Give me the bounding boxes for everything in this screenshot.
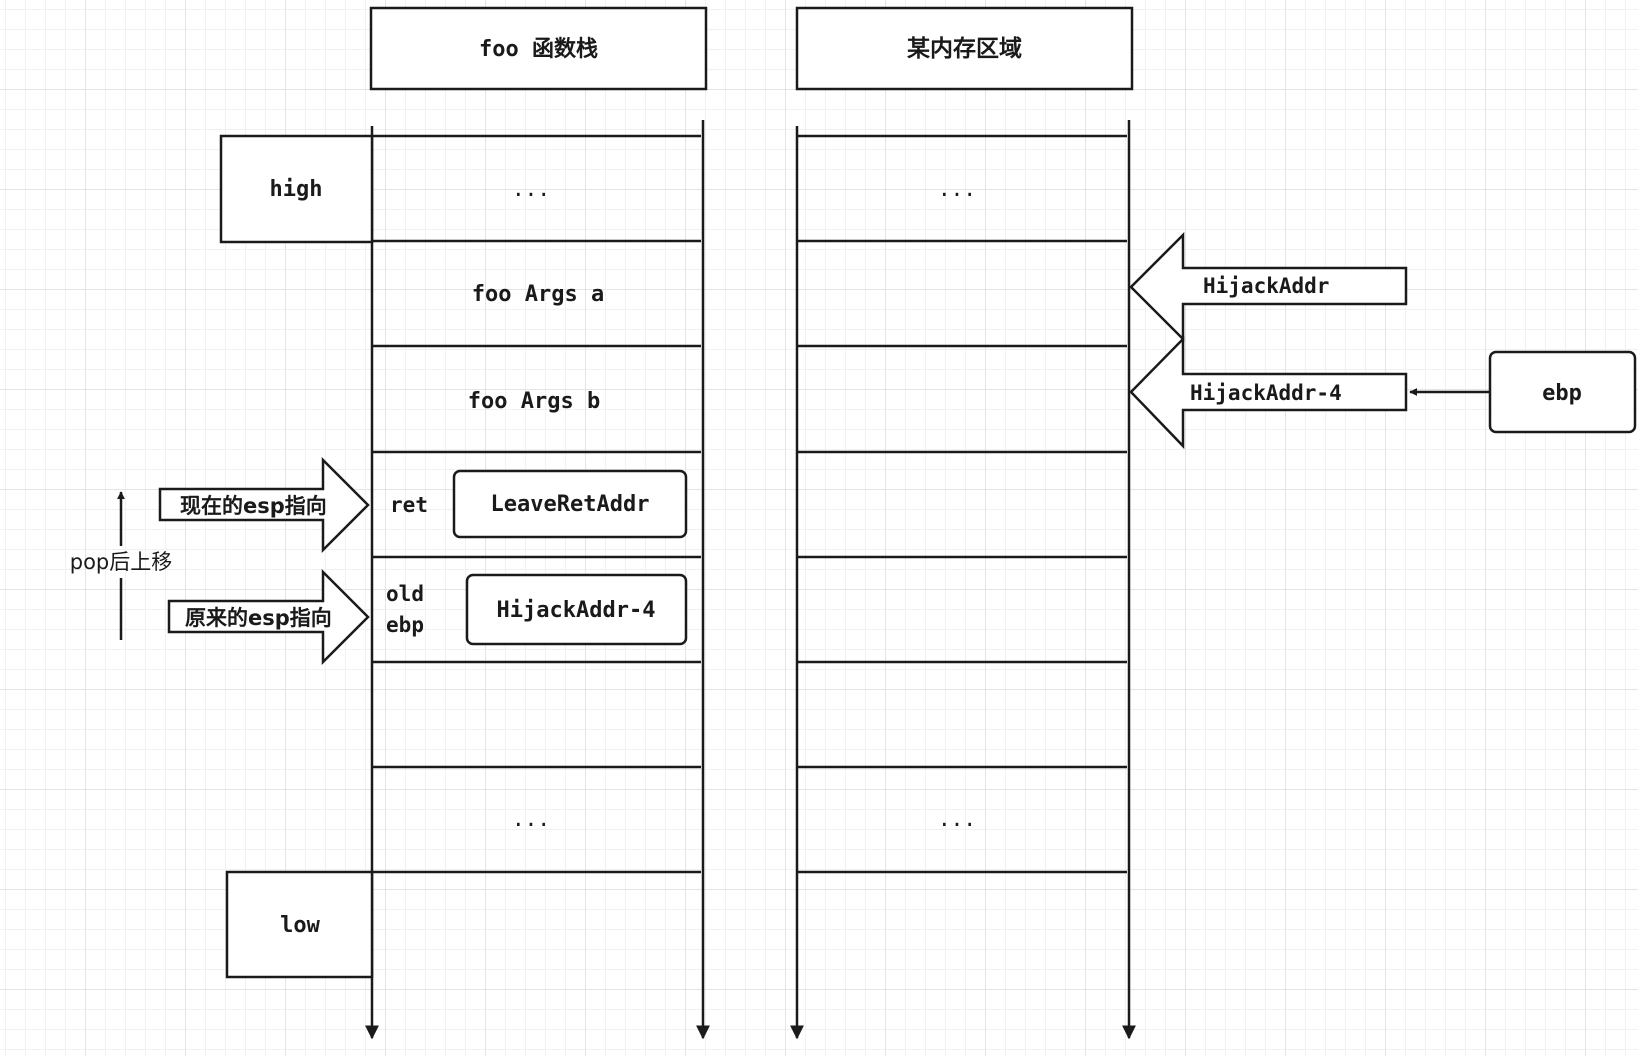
memory-top-ellipsis: ... (938, 177, 976, 201)
ebp-register: ebp (1409, 350, 1637, 434)
foo-stack-header: foo 函数栈 (369, 6, 708, 91)
ebp-label: ebp (1542, 381, 1582, 406)
hijack-addr-minus4-pointer: HijackAddr-4 (1129, 335, 1408, 450)
original-esp-pointer: 原来的esp指向 (167, 568, 370, 666)
leave-ret-addr-value: LeaveRetAddr (491, 492, 650, 517)
low-marker: low (225, 870, 374, 979)
ret-label: ret (390, 493, 428, 517)
old-ebp-value-box (465, 573, 688, 646)
memory-region-header: 某内存区域 (795, 6, 1134, 91)
stack-top-ellipsis: ... (512, 177, 550, 201)
hijack-addr-pointer: HijackAddr (1129, 231, 1408, 343)
old-ebp-value: HijackAddr-4 (497, 598, 656, 623)
hijack-addr-label: HijackAddr (1203, 274, 1329, 298)
memory-region-column: ... ... (790, 120, 1136, 1040)
low-label: low (280, 913, 320, 938)
memory-bottom-ellipsis: ... (938, 807, 976, 831)
old-ebp-label-line2: ebp (386, 613, 424, 637)
foo-args-b-label: foo Args b (468, 389, 600, 414)
stack-bottom-ellipsis: ... (512, 807, 550, 831)
high-label: high (270, 177, 323, 202)
old-ebp-label-line1: old (386, 582, 424, 606)
high-marker: high (219, 134, 374, 244)
foo-args-a-label: foo Args a (472, 282, 604, 307)
hijack-addr-minus4-label: HijackAddr-4 (1190, 381, 1342, 405)
memory-region-title: 某内存区域 (907, 35, 1022, 62)
leave-ret-addr-box (452, 469, 688, 539)
current-esp-pointer: 现在的esp指向 (158, 456, 370, 554)
pop-move-up-indicator: pop后上移 (70, 491, 173, 640)
foo-stack-title: foo 函数栈 (479, 36, 598, 62)
current-esp-label: 现在的esp指向 (180, 494, 327, 518)
foo-stack-column: ... foo Args a foo Args b ret LeaveRetAd… (365, 120, 710, 1040)
pop-move-label: pop后上移 (70, 550, 173, 574)
original-esp-label: 原来的esp指向 (185, 606, 332, 630)
ebp-box (1488, 350, 1637, 434)
